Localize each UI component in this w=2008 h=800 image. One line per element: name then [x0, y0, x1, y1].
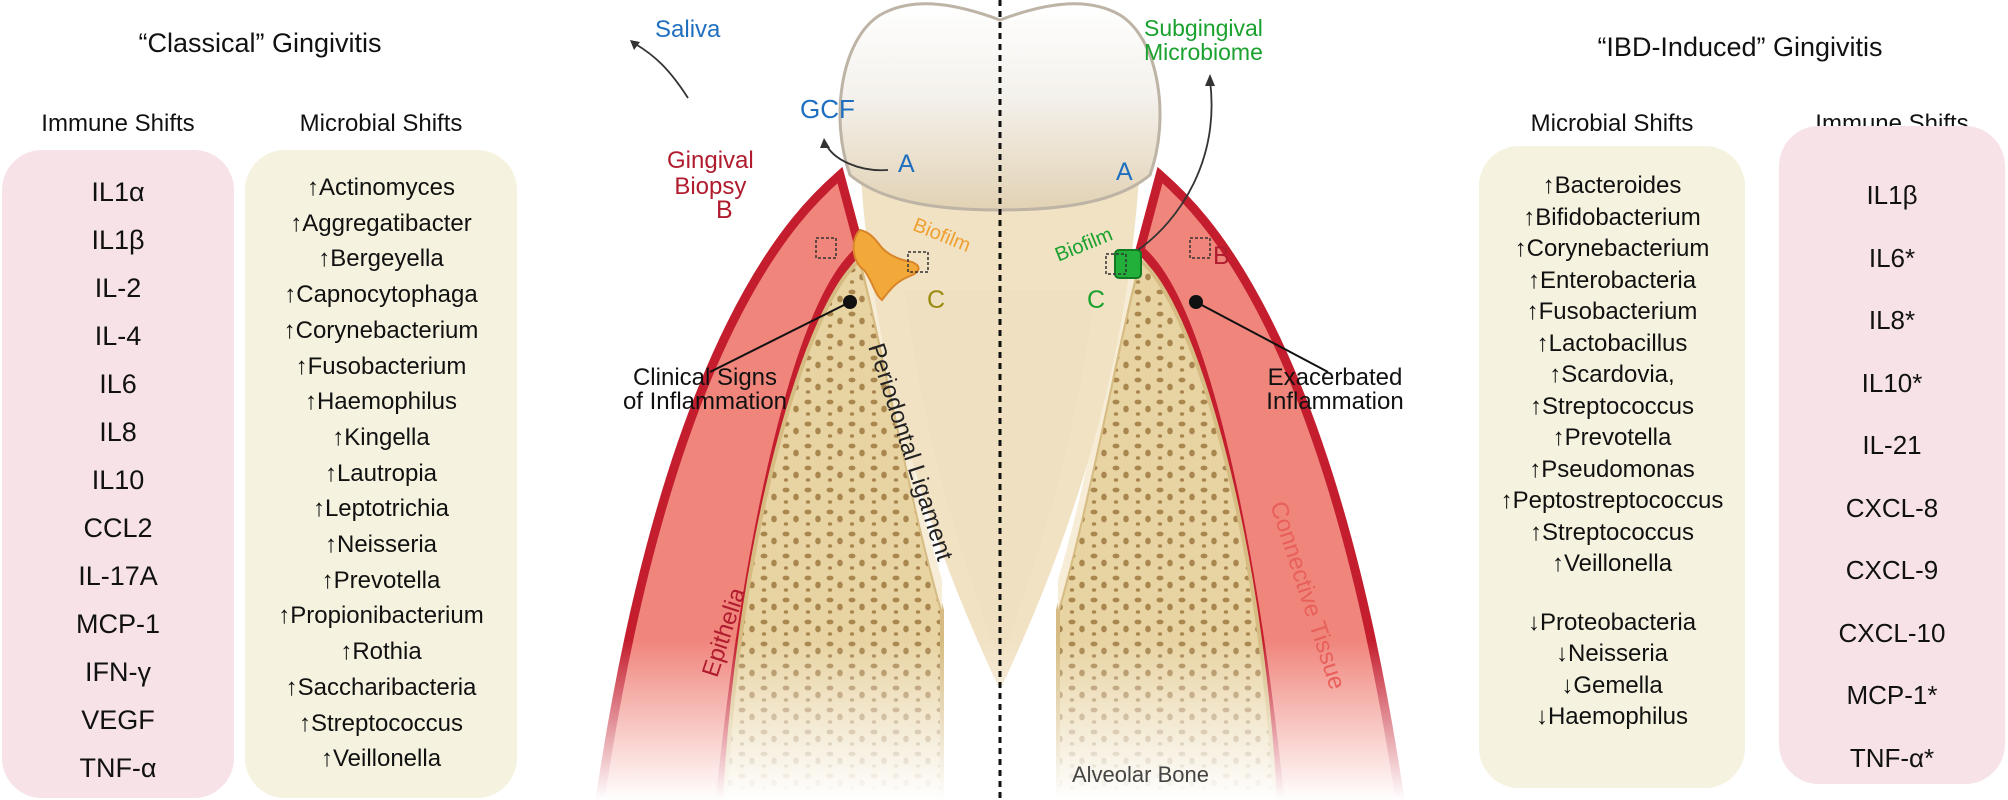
biofilm-left [852, 228, 920, 302]
label-a-right: A [1116, 158, 1133, 186]
microbial-decrease-item: ↓Gemella [1561, 671, 1663, 699]
immune-shift-item: VEGF [81, 705, 155, 735]
label-a-left: A [898, 150, 915, 178]
immune-shift-item: IL8 [99, 417, 137, 447]
microbial-shift-item: ↑Prevotella [321, 566, 441, 594]
immune-shift-item: IL-4 [94, 321, 142, 351]
left-microbial-list: ↑Actinomyces ↑Aggregatibacter ↑Bergeyella ↑… [245, 150, 517, 798]
immune-shift-item: MCP-1 [75, 609, 160, 639]
right-microbial-header: Microbial Shifts [1530, 110, 1694, 137]
label-subgingival-line2: Microbiome [1144, 39, 1263, 65]
label-exacerbated-line1: Exacerbated [1267, 364, 1403, 391]
microbial-shift-item: ↑Saccharibacteria [285, 673, 477, 701]
label-subgingival-microbiome: Subgingival Microbiome [1144, 16, 1263, 64]
label-alveolar-bone: Alveolar Bone [1072, 762, 1209, 787]
immune-shift-item: IL1α [91, 177, 145, 207]
immune-shift-item: IL10 [91, 465, 145, 495]
label-clinical-signs: Clinical Signs of Inflammation [610, 366, 800, 414]
label-clinical-line1: Clinical Signs [632, 364, 778, 391]
microbial-shift-item: ↑Haemophilus [304, 388, 458, 416]
arrow-to-subgingival [1137, 79, 1213, 251]
left-panel-title: “Classical” Gingivitis [138, 28, 382, 58]
microbial-shift-item: ↑Leptotrichia [312, 495, 450, 523]
microbial-increase-item: ↑Peptostreptococcus [1500, 487, 1724, 514]
immune-shift-item: IL-17A [78, 561, 158, 591]
microbial-increase-item: ↑Lactobacillus [1536, 329, 1688, 357]
immune-shift-item: IL10* [1861, 367, 1923, 398]
periodontal-ligament-right [1058, 258, 1140, 610]
sample-box-c-right [1105, 253, 1127, 275]
biofilm-right [1114, 249, 1142, 279]
microbial-increase-item: ↑Prevotella [1552, 424, 1672, 451]
microbial-shift-item: ↑Neisseria [324, 531, 438, 559]
label-exacerbated-inflammation: Exacerbated Inflammation [1240, 366, 1430, 414]
immune-shift-item: CXCL-8 [1845, 492, 1939, 523]
sample-box-b-left [815, 237, 837, 259]
microbial-increase-item: ↑Scardovia, [1549, 361, 1675, 388]
sample-box-b-right [1189, 237, 1211, 259]
microbial-shift-item: ↑Streptococcus [298, 709, 464, 737]
immune-shift-item: TNF-α [79, 753, 157, 783]
left-immune-header: Immune Shifts [41, 110, 195, 137]
microbial-increase-item: ↑Enterobacteria [1527, 266, 1697, 294]
right-microbial-list: ↑Bacteroides ↑Bifidobacterium ↑Corynebacte… [1479, 146, 1745, 788]
right-panel-title: “IBD-Induced” Gingivitis [1597, 32, 1883, 62]
label-b-right: B [1213, 242, 1230, 270]
immune-shift-item: CXCL-9 [1845, 555, 1939, 585]
label-gcf: GCF [800, 94, 855, 124]
sample-box-c-left [907, 251, 929, 273]
arrow-gcf-to-saliva [631, 41, 689, 99]
label-clinical-line2: of Inflammation [622, 388, 788, 415]
immune-shift-item: IFN-γ [85, 657, 151, 687]
microbial-decrease-item: ↓Haemophilus [1535, 703, 1689, 730]
label-saliva: Saliva [655, 16, 721, 43]
microbial-increase-item: ↑Veillonella [1551, 550, 1673, 577]
periodontal-ligament-left [860, 258, 942, 610]
immune-shift-item: CXCL-10 [1838, 617, 1946, 648]
microbial-decrease-item: ↓Proteobacteria [1527, 608, 1697, 636]
tooth-gingiva-diagram [560, 0, 1440, 800]
label-gingival-biopsy: Gingival Biopsy [667, 148, 754, 200]
microbial-increase-item: ↑Fusobacterium [1526, 298, 1698, 325]
immune-shift-item: IL1β [91, 225, 145, 255]
immune-shift-item: MCP-1* [1846, 680, 1938, 710]
microbial-shift-item: ↑Bergeyella [318, 245, 444, 273]
left-microbial-header: Microbial Shifts [299, 110, 463, 137]
microbial-shift-item: ↑Rothia [340, 638, 422, 666]
microbial-increase-item: ↑Bacteroides [1542, 172, 1682, 199]
label-biopsy-line2: Biopsy [674, 173, 747, 200]
microbial-decrease-item: ↓Neisseria [1555, 640, 1669, 667]
immune-shift-item: IL6* [1868, 242, 1916, 273]
microbial-increase-item: ↑Pseudomonas [1529, 455, 1695, 483]
label-b-left: B [716, 196, 733, 224]
label-exacerbated-line2: Inflammation [1266, 388, 1404, 415]
microbial-shift-item: ↑Corynebacterium [283, 316, 479, 344]
microbial-shift-item: ↑Lautropia [324, 459, 438, 487]
immune-shift-item: IL-2 [94, 273, 142, 303]
microbial-shift-item: ↑Veillonella [320, 745, 442, 773]
microbial-shift-item: ↑Kingella [332, 423, 430, 451]
microbial-shift-item: ↑Propionibacterium [278, 602, 484, 630]
microbial-increase-item: ↑Bifidobacterium [1523, 203, 1701, 231]
label-subgingival-line1: Subgingival [1144, 15, 1263, 41]
microbial-shift-item: ↑Capnocytophaga [284, 281, 478, 309]
microbial-increase-item: ↑Streptococcus [1529, 392, 1695, 420]
immune-shift-item: IL6 [99, 369, 137, 399]
immune-shift-item: IL1β [1866, 180, 1918, 210]
label-c-right: C [1087, 286, 1106, 314]
immune-shift-item: CCL2 [83, 513, 153, 543]
microbial-increase-item: ↑Streptococcus [1529, 518, 1695, 546]
immune-shift-item: IL-21 [1862, 430, 1922, 460]
immune-shift-item: IL8* [1868, 305, 1916, 335]
label-c-left: C [927, 286, 946, 314]
microbial-shift-item: ↑Actinomyces [306, 174, 456, 201]
label-gingival-line1: Gingival [667, 147, 754, 174]
microbial-shift-item: ↑Fusobacterium [295, 352, 467, 380]
microbial-increase-item: ↑Corynebacterium [1514, 235, 1710, 262]
microbial-shift-item: ↑Aggregatibacter [290, 209, 472, 237]
immune-shift-item: TNF-α* [1849, 742, 1935, 773]
